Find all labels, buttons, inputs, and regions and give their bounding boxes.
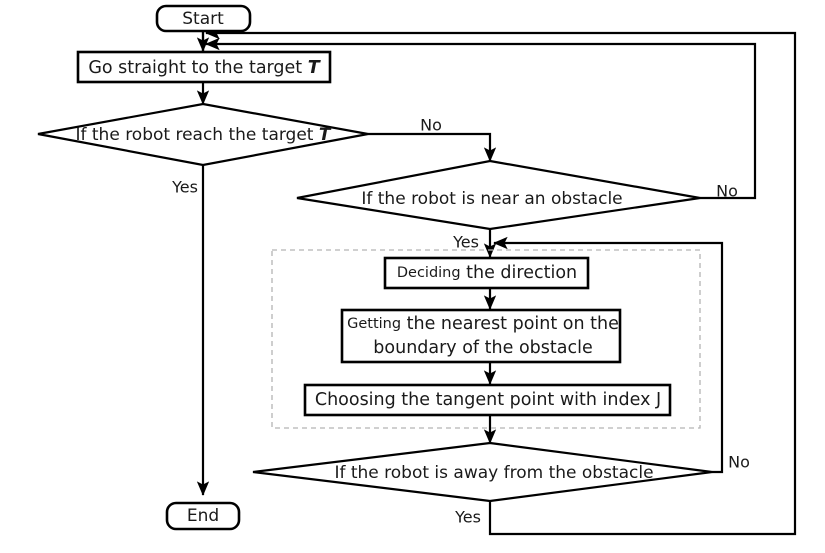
tangent-point-node[interactable] — [303, 383, 672, 417]
decision-reach-target-label: If the robot reach the target T — [75, 125, 331, 145]
decision-reach-target-node[interactable] — [37, 102, 369, 167]
deciding-direction-label: Deciding the direction — [397, 263, 577, 283]
connector-near-no-to-trunk — [205, 37, 757, 200]
go-straight-label-main: Go straight to the target — [88, 58, 307, 78]
decision-reach-target-label-main: If the robot reach the target — [75, 125, 318, 145]
connector-reach-no-to-decision-near — [368, 132, 497, 162]
deciding-direction-label-rest: the direction — [461, 263, 578, 283]
go-straight-label-target-symbol: T — [308, 58, 322, 78]
connector-away-no-to-near-yes — [493, 236, 724, 474]
nearest-point-label-line1: Getting the nearest point on the — [347, 314, 619, 334]
end-label: End — [187, 506, 219, 526]
start-label: Start — [182, 9, 224, 29]
deciding-direction-node[interactable] — [383, 256, 590, 290]
nearest-point-label-verb: Getting — [347, 316, 401, 332]
edge-label-near-no: No — [716, 182, 738, 201]
nearest-point-label-line2: boundary of the obstacle — [373, 338, 592, 358]
decision-near-obstacle-node[interactable] — [296, 159, 701, 231]
edge-label-away-yes: Yes — [454, 508, 481, 527]
go-straight-node[interactable] — [76, 50, 332, 84]
go-straight-label: Go straight to the target T — [88, 58, 321, 78]
decision-near-obstacle-label: If the robot is near an obstacle — [361, 189, 622, 209]
edge-label-reach-yes: Yes — [171, 178, 198, 197]
decision-reach-target-symbol: T — [319, 125, 332, 145]
obstacle-subprocess-group — [271, 249, 701, 429]
nearest-point-label-line1-rest: the nearest point on the — [401, 314, 619, 334]
edge-label-reach-no: No — [420, 116, 442, 135]
start-node[interactable] — [155, 4, 252, 33]
edge-label-near-yes: Yes — [452, 233, 479, 252]
tangent-point-label: Choosing the tangent point with index J — [315, 390, 661, 410]
edge-label-away-no: No — [728, 453, 750, 472]
decision-away-obstacle-label: If the robot is away from the obstacle — [334, 463, 653, 483]
nearest-point-node[interactable] — [340, 308, 622, 364]
decision-away-obstacle-node[interactable] — [252, 441, 713, 503]
end-node[interactable] — [165, 501, 241, 531]
connector-away-yes-to-trunk — [205, 26, 797, 536]
deciding-direction-label-verb: Deciding — [397, 265, 461, 281]
